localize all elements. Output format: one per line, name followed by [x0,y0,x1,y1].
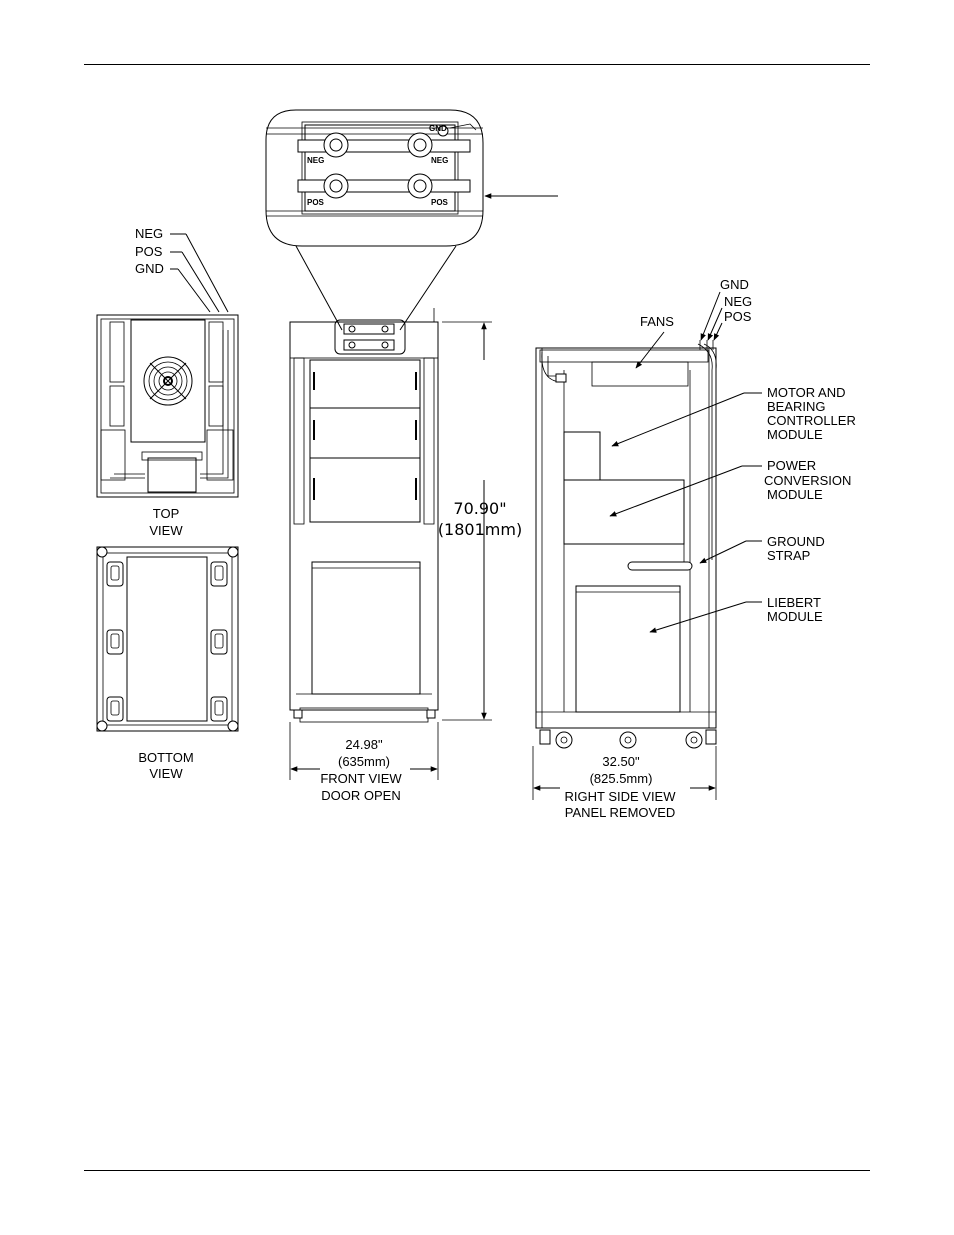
neg-terminal-right [408,133,432,157]
side-callout-neg: NEG [724,294,752,309]
caster-icon [211,562,227,586]
top-callout-neg: NEG [135,226,163,241]
top-view-fan-icon [144,357,192,405]
pos-terminal-left [324,174,348,198]
front-width-dim: 24.98" [345,737,383,752]
detail-label-gnd: GND [429,124,447,133]
detail-label-neg-left: NEG [307,156,324,165]
neg-terminal-left [324,133,348,157]
side-width-dim: 32.50" [602,754,640,769]
pos-terminal-right [408,174,432,198]
motor-label-4: MODULE [767,427,823,442]
power-label-1: POWER [767,458,816,473]
side-caster-icon [620,732,636,748]
side-callout-pos: POS [724,309,752,324]
ground-label-1: GROUND [767,534,825,549]
front-height-dim-mm: (1801mm) [438,520,522,539]
fans-label: FANS [640,314,674,329]
top-view-caption-2: VIEW [149,523,183,538]
right-side-view: GND NEG POS FANS MOTOR AND BEARING CONTR… [533,277,856,820]
front-height-dim: 70.90" [453,499,506,518]
front-view-caption-1: FRONT VIEW [320,771,402,786]
power-label-3: MODULE [767,487,823,502]
top-view-caption-1: TOP [153,506,180,521]
side-caster-icon [686,732,702,748]
motor-label-3: CONTROLLER [767,413,856,428]
bottom-view: BOTTOM VIEW [97,547,238,781]
detail-label-neg-right: NEG [431,156,448,165]
detail-label-pos-right: POS [431,198,449,207]
top-callout-gnd: GND [135,261,164,276]
top-view: NEG POS GND TOP VIEW [97,226,238,538]
caster-icon [107,697,123,721]
motor-label-2: BEARING [767,399,826,414]
caster-icon [107,562,123,586]
liebert-label-1: LIEBERT [767,595,821,610]
side-caster-icon [556,732,572,748]
bottom-view-caption-2: VIEW [149,766,183,781]
motor-label-1: MOTOR AND [767,385,846,400]
side-view-caption-1: RIGHT SIDE VIEW [565,789,677,804]
top-callout-pos: POS [135,244,163,259]
caster-icon [107,630,123,654]
caster-icon [211,630,227,654]
side-view-caption-2: PANEL REMOVED [565,805,676,820]
front-view-caption-2: DOOR OPEN [321,788,400,803]
ground-label-2: STRAP [767,548,810,563]
front-view: 70.90" (1801mm) 24.98" (635mm) FRONT VIE… [290,308,522,803]
side-callout-gnd: GND [720,277,749,292]
detail-label-pos-left: POS [307,198,325,207]
power-label-2: CONVERSION [764,473,851,488]
side-width-dim-mm: (825.5mm) [590,771,653,786]
terminal-detail-view: NEG NEG POS POS GND [266,110,558,330]
caster-icon [211,697,227,721]
liebert-label-2: MODULE [767,609,823,624]
bottom-view-caption-1: BOTTOM [138,750,193,765]
front-width-dim-mm: (635mm) [338,754,390,769]
